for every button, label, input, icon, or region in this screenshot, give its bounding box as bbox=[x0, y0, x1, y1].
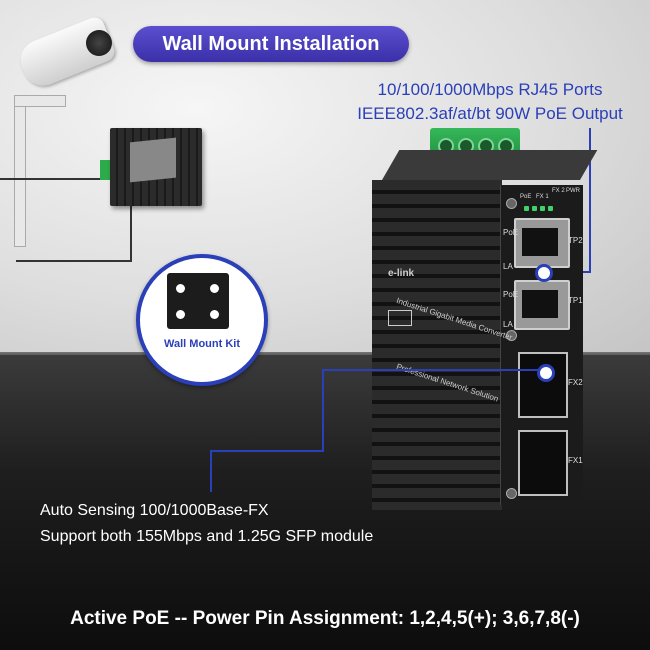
sfp-callout-line-step bbox=[210, 450, 324, 452]
ethernet-icon bbox=[388, 310, 412, 326]
port-label-tp2: TP2 bbox=[568, 236, 583, 245]
bracket-hole bbox=[210, 284, 219, 293]
sfp-port-fx2[interactable] bbox=[518, 352, 568, 418]
device-heatsink-side bbox=[372, 180, 502, 510]
rj45-callout-line2: IEEE802.3af/at/bt 90W PoE Output bbox=[357, 104, 623, 123]
panel-screw bbox=[506, 198, 517, 209]
side-label-poe: PoE bbox=[503, 228, 519, 237]
sfp-callout-line1: Auto Sensing 100/1000Base-FX bbox=[40, 502, 269, 519]
rj45-callout-line1: 10/100/1000Mbps RJ45 Ports bbox=[377, 80, 603, 99]
sfp-callout-line-vertical bbox=[322, 369, 324, 451]
status-led bbox=[548, 206, 553, 211]
side-label-poe: PoE bbox=[503, 290, 519, 299]
sfp-port-fx1[interactable] bbox=[518, 430, 568, 496]
mini-terminal-block bbox=[100, 160, 112, 180]
side-label-la: LA bbox=[503, 262, 513, 271]
status-led bbox=[540, 206, 545, 211]
sfp-callout-dot bbox=[537, 364, 555, 382]
bracket-hole bbox=[176, 310, 185, 319]
side-label-la: LA bbox=[503, 320, 513, 329]
power-cable-horizontal bbox=[16, 260, 132, 262]
camera-arm bbox=[14, 95, 66, 107]
device-top bbox=[382, 150, 598, 180]
rj45-callout-line-vertical bbox=[589, 128, 591, 272]
sfp-callout-line2: Support both 155Mbps and 1.25G SFP modul… bbox=[40, 528, 374, 545]
brand-logo-text: e-link bbox=[388, 268, 415, 279]
page-title: Wall Mount Installation bbox=[133, 26, 409, 62]
rj45-jack bbox=[522, 228, 558, 256]
sfp-callout-line-horizontal bbox=[322, 369, 538, 371]
led-label-poe: PoE bbox=[520, 194, 532, 200]
sfp-callout-line-drop bbox=[210, 450, 212, 492]
sfp-callout: Auto Sensing 100/1000Base-FX Support bot… bbox=[40, 498, 373, 550]
port-label-fx2: FX2 bbox=[568, 378, 583, 387]
mounted-device-label bbox=[130, 137, 176, 183]
panel-screw bbox=[506, 330, 517, 341]
status-led bbox=[524, 206, 529, 211]
panel-screw bbox=[506, 488, 517, 499]
rj45-callout-dot bbox=[535, 264, 553, 282]
rj45-callout: 10/100/1000Mbps RJ45 Ports IEEE802.3af/a… bbox=[330, 78, 650, 126]
wall-mount-kit-label: Wall Mount Kit bbox=[164, 338, 240, 350]
camera-pole bbox=[14, 95, 26, 247]
status-led bbox=[532, 206, 537, 211]
bracket-hole bbox=[176, 284, 185, 293]
camera-cable bbox=[0, 178, 106, 180]
pin-assignment-footer: Active PoE -- Power Pin Assignment: 1,2,… bbox=[70, 608, 580, 629]
rj45-jack bbox=[522, 290, 558, 318]
port-label-tp1: TP1 bbox=[568, 296, 583, 305]
power-cable bbox=[130, 206, 132, 262]
led-label-fx1: FX 1 bbox=[536, 194, 549, 200]
bracket-hole bbox=[210, 310, 219, 319]
led-label-fx2: FX 2 bbox=[552, 188, 565, 194]
port-label-fx1: FX1 bbox=[568, 456, 583, 465]
led-label-pwr: PWR bbox=[566, 188, 580, 194]
rj45-port-tp2[interactable] bbox=[514, 218, 570, 268]
mounting-bracket bbox=[167, 273, 229, 329]
rj45-port-tp1[interactable] bbox=[514, 280, 570, 330]
